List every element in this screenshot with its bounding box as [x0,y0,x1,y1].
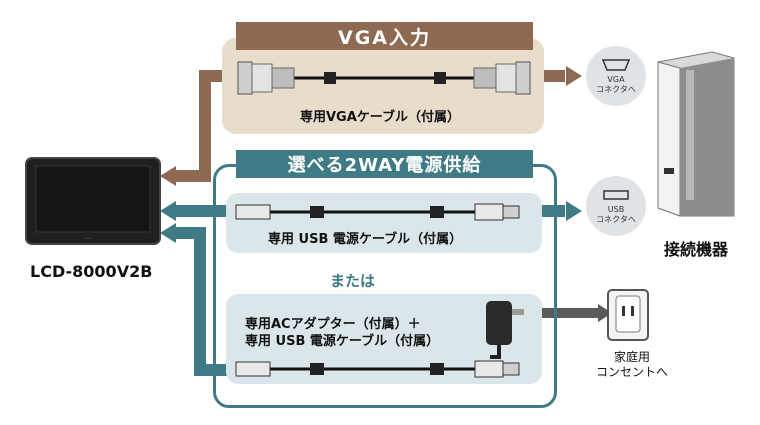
or-label: または [330,272,376,290]
vga-connector-icon [237,61,295,95]
usb-bubble-text: USB コネクタへ [596,205,636,225]
usb-arrow-head-right [566,201,582,221]
usb-panel [226,193,542,253]
usb-port-icon [603,189,629,200]
outlet-label-line1: 家庭用 [613,350,650,364]
outlet-label-line2: コンセントへ [595,365,668,379]
vga-cable-label: 専用VGAケーブル（付属） [300,110,461,125]
monitor-model: LCD-8000V2B [30,262,153,281]
vga-bubble-text: VGA コネクタへ [596,75,636,95]
ac-cable [235,360,520,378]
vga-arrow-head-right [566,66,582,86]
vga-title: VGA入力 [236,22,533,50]
vga-cable [237,61,531,95]
usb-connector-bubble: USB コネクタへ [586,176,646,236]
pc-label: 接続機器 [664,240,729,259]
svg-text:——: —— [84,236,92,241]
usb-cable-label: 専用 USB 電源ケーブル（付属） [268,232,463,247]
vga-bubble-line2: コネクタへ [596,84,636,94]
power-title: 選べる2WAY電源供給 [236,150,533,178]
pc-tower-icon [657,51,735,217]
monitor-icon: —— [25,157,161,245]
vga-connector-bubble: VGA コネクタへ [586,46,646,106]
usb-connector-icon [474,203,520,221]
usb-bubble-line2: コネクタへ [596,214,636,224]
ac-label-line1: 専用ACアダプター（付属）＋ [245,317,421,332]
wall-outlet-icon [607,289,649,341]
ac-arrow-head-left [160,223,176,243]
ac-adapter-icon [486,301,524,359]
usb-cable [235,203,520,221]
vga-arrow-head-left [160,166,176,186]
usb-bubble-line1: USB [607,204,625,214]
vga-port-icon [601,58,631,71]
usb-arrow-head-left [160,201,176,221]
vga-bubble-line1: VGA [607,74,625,84]
outlet-label: 家庭用 コンセントへ [592,350,672,380]
ac-label-line2: 専用 USB 電源ケーブル（付属） [245,334,440,349]
